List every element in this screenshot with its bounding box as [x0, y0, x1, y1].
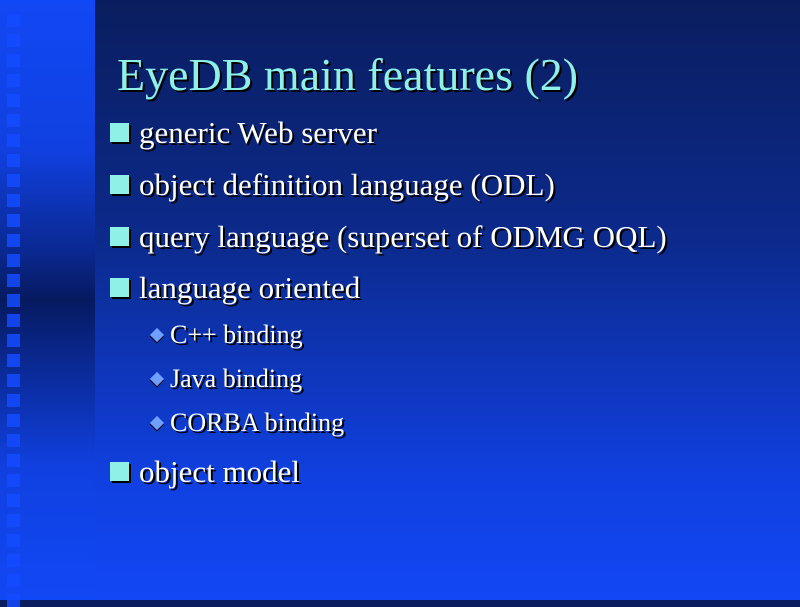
pattern-square: [7, 514, 20, 527]
bullet-item: query language (superset of ODMG OQL): [110, 219, 667, 255]
pattern-square: [7, 174, 20, 187]
bullet-item: object model: [110, 454, 300, 490]
bullet-item: generic Web server: [110, 115, 377, 151]
pattern-square: [7, 354, 20, 367]
pattern-square: [7, 74, 20, 87]
decorative-side-strip: [0, 0, 95, 607]
sub-bullet-text: CORBA binding: [170, 408, 345, 437]
sub-bullet-text: C++ binding: [170, 320, 303, 349]
pattern-square: [7, 274, 20, 287]
sub-bullet-item: Java binding: [149, 364, 303, 394]
pattern-square: [7, 534, 20, 547]
slide-title: EyeDB main features (2): [117, 49, 579, 100]
square-bullet-icon: [110, 278, 129, 297]
pattern-square: [7, 414, 20, 427]
sub-bullet-text: Java binding: [170, 364, 303, 393]
pattern-square: [7, 454, 20, 467]
pattern-square: [7, 494, 20, 507]
bullet-item: language oriented: [110, 270, 360, 306]
pattern-square: [7, 194, 20, 207]
pattern-square: [7, 374, 20, 387]
pattern-square: [7, 154, 20, 167]
square-bullet-icon: [110, 462, 129, 481]
pattern-square: [7, 554, 20, 567]
diamond-bullet-icon: [149, 371, 165, 387]
pattern-square: [7, 434, 20, 447]
pattern-square: [7, 254, 20, 267]
pattern-square: [7, 134, 20, 147]
bullet-text: query language (superset of ODMG OQL): [139, 219, 667, 254]
pattern-square: [7, 474, 20, 487]
bullet-item: object definition language (ODL): [110, 167, 555, 203]
pattern-square: [7, 574, 20, 587]
sub-bullet-item: C++ binding: [149, 320, 303, 350]
bullet-text: object definition language (ODL): [139, 167, 555, 202]
diamond-bullet-icon: [149, 415, 165, 431]
diamond-bullet-icon: [149, 327, 165, 343]
pattern-square: [7, 294, 20, 307]
pattern-square: [7, 54, 20, 67]
square-bullet-icon: [110, 123, 129, 142]
pattern-square: [7, 234, 20, 247]
square-pattern: [7, 0, 21, 607]
pattern-square: [7, 114, 20, 127]
pattern-square: [7, 14, 20, 27]
pattern-square: [7, 34, 20, 47]
pattern-square: [7, 314, 20, 327]
square-bullet-icon: [110, 227, 129, 246]
pattern-square: [7, 214, 20, 227]
bullet-text: object model: [139, 454, 300, 489]
pattern-square: [7, 394, 20, 407]
square-bullet-icon: [110, 175, 129, 194]
pattern-square: [7, 94, 20, 107]
sub-bullet-item: CORBA binding: [149, 408, 345, 438]
bullet-text: language oriented: [139, 270, 361, 305]
pattern-square: [7, 594, 20, 607]
bullet-text: generic Web server: [139, 115, 377, 150]
pattern-square: [7, 334, 20, 347]
